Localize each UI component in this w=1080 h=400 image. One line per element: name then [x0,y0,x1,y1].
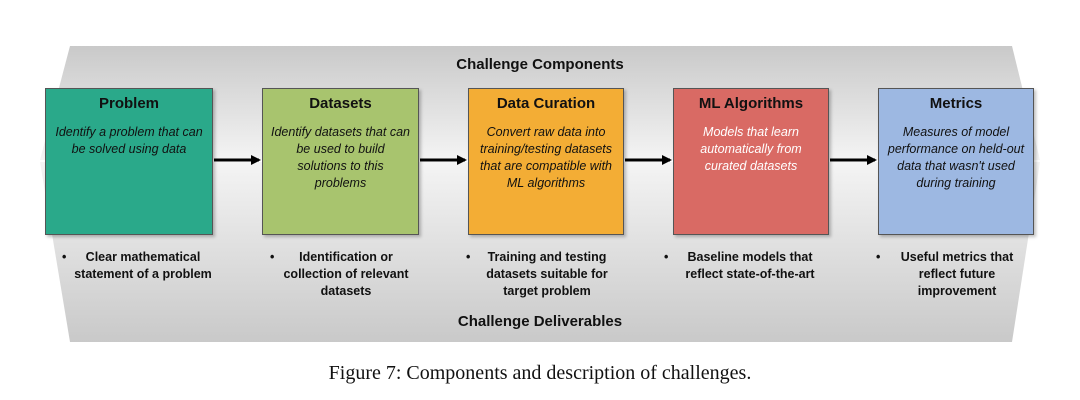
bullet-dot: • [466,250,471,264]
deliverable-text: Baseline models that reflect state-of-th… [685,250,815,281]
challenge-components-title: Challenge Components [456,56,624,73]
bullet-dot: • [270,250,275,264]
component-box-datasets: Datasets Identify datasets that can be u… [262,88,419,235]
deliverable-ml-algorithms: • Baseline models that reflect state-of-… [664,249,830,283]
bullet-dot: • [62,250,67,264]
component-box-ml-algorithms: ML Algorithms Models that learn automati… [673,88,829,235]
deliverable-datasets: • Identification or collection of releva… [270,249,416,300]
component-description: Convert raw data into training/testing d… [479,125,613,190]
component-description: Identify a problem that can be solved us… [55,125,203,156]
deliverable-metrics: • Useful metrics that reflect future imp… [876,249,1032,300]
component-box-metrics: Metrics Measures of model performance on… [878,88,1034,235]
component-title: Problem [98,95,159,112]
deliverable-text: Training and testing datasets suitable f… [486,250,608,298]
component-box-data-curation: Data Curation Convert raw data into trai… [468,88,624,235]
challenge-deliverables-title: Challenge Deliverables [457,313,623,330]
deliverable-problem: • Clear mathematical statement of a prob… [62,249,218,283]
bullet-dot: • [664,250,669,264]
component-description: Models that learn automatically from cur… [700,125,802,173]
deliverable-text: Clear mathematical statement of a proble… [74,250,212,281]
deliverable-data-curation: • Training and testing datasets suitable… [466,249,622,300]
deliverable-text: Useful metrics that reflect future impro… [900,250,1014,298]
figure-caption: Figure 7: Components and description of … [328,362,752,384]
component-title: ML Algorithms [698,95,804,112]
component-title: Metrics [929,95,983,112]
component-box-problem: Problem Identify a problem that can be s… [45,88,213,235]
component-title: Datasets [309,95,372,112]
deliverable-text: Identification or collection of relevant… [283,250,409,298]
bullet-dot: • [876,250,881,264]
component-description: Measures of model performance on held-ou… [887,125,1025,190]
component-description: Identify datasets that can be used to bu… [271,125,410,190]
component-title: Data Curation [496,95,596,112]
